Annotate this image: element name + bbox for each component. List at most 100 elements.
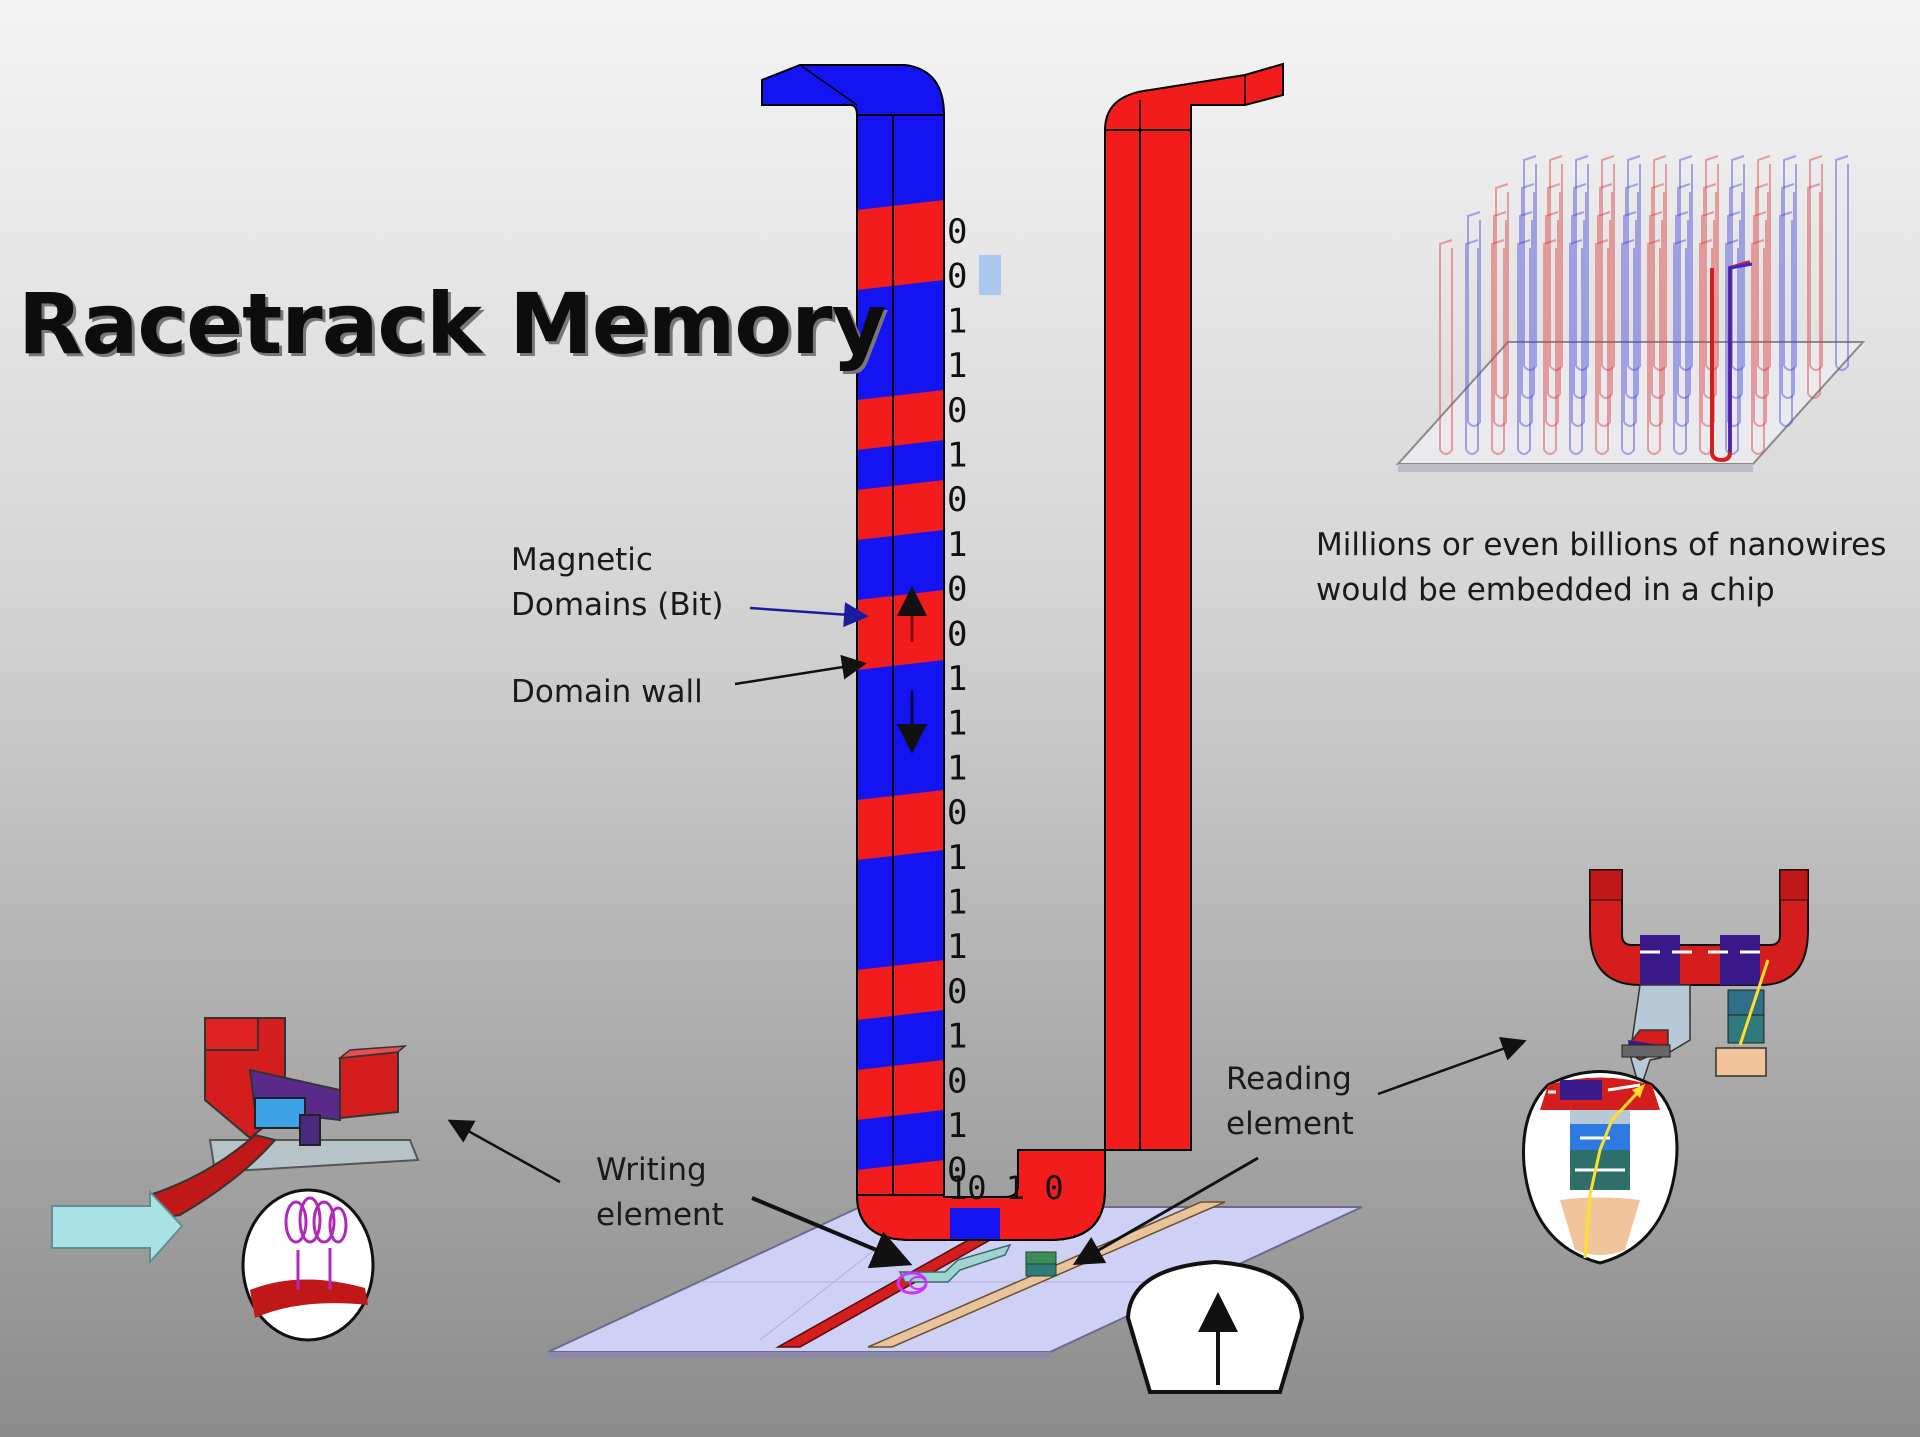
writing-element-inset [51,1017,420,1342]
nanowire [1725,239,1739,455]
reading-element-pointer [1072,1156,1259,1266]
magnetic-domain-stripe [857,200,944,290]
page-title: Racetrack Memory [18,275,886,373]
nanowire [1679,155,1693,371]
nanowire [1621,239,1635,455]
bit-20: 1 [947,1106,967,1146]
nanowire [1601,155,1615,371]
nanowire [1783,155,1797,371]
domain-wall-pointer [734,654,867,686]
magnetic-domain-stripe [857,960,944,1020]
nanowire [1465,239,1479,455]
bit-2: 1 [947,301,967,341]
nanowire-array-inset [1395,155,1866,472]
bit-6: 0 [947,480,967,520]
writing-element-label: Writing element [596,1148,724,1238]
bit-3: 1 [947,346,967,386]
nanowire [1651,183,1665,399]
bit-17: 0 [947,972,967,1012]
nanowire [1673,239,1687,455]
nanowire [1543,239,1557,455]
bit-9: 0 [947,614,967,654]
bit-14: 1 [947,838,967,878]
magnetic-domains-label-line1: Magnetic [511,542,653,578]
nanowire [1807,183,1821,399]
nanowire [1597,211,1611,427]
bottom-bits: 10 1 0 [948,1169,1064,1207]
magnetic-domains-label: Magnetic Domains (Bit) [511,538,724,628]
magnetic-domains-pointer [749,602,869,628]
writing-element-label-line2: element [596,1197,724,1233]
bit-1: 0 [947,257,967,297]
nanowire [1623,211,1637,427]
magnetic-domain-stripe [857,590,944,670]
nanowire [1653,155,1667,371]
reading-element-label-line1: Reading [1226,1061,1352,1097]
bit-0: 0 [947,212,967,252]
magnetic-domain-stripe [857,1060,944,1120]
nanowire [1675,211,1689,427]
nanowire [1569,239,1583,455]
reading-element-inset [1522,869,1809,1265]
nanowire [1517,239,1531,455]
magnetic-domain-stripe [857,1160,944,1205]
nanowire [1755,183,1769,399]
magnetic-domain-stripe [857,480,944,540]
racetrack-wire [761,62,1284,1241]
domain-wall-label: Domain wall [511,674,703,710]
bit-8: 0 [947,570,967,610]
nanowire [1595,239,1609,455]
nanowire [1627,155,1641,371]
bit-7: 1 [947,525,967,565]
bit-11: 1 [947,704,967,744]
bit-15: 1 [947,883,967,923]
bit-12: 1 [947,748,967,788]
reading-element-label: Reading element [1226,1057,1354,1147]
nanowire [1491,239,1505,455]
writing-element-label-line1: Writing [596,1152,707,1188]
reading-inset-pointer [1377,1037,1527,1096]
bit-5: 1 [947,436,967,476]
bit-10: 1 [947,659,967,699]
bit-21: 0 [947,1151,967,1191]
reading-element-device [1025,1251,1057,1277]
bit-18: 1 [947,1017,967,1057]
nanowire [1493,211,1507,427]
writing-inset-pointer [447,1119,561,1184]
nanowire [1467,211,1481,427]
bit-16: 1 [947,927,967,967]
nanowire [1779,211,1793,427]
nanowire [1545,211,1559,427]
nanowire [1753,211,1767,427]
reading-element-label-line2: element [1226,1106,1354,1142]
magnetic-domain-stripe [857,790,944,860]
magnetic-domains-label-line2: Domains (Bit) [511,587,724,623]
bit-13: 0 [947,793,967,833]
nanowire [1809,155,1823,371]
writing-element-pointer [751,1196,913,1269]
nanowire [1677,183,1691,399]
magnetic-domain-stripe [857,390,944,450]
bit-4: 0 [947,391,967,431]
substrate-plate [547,1206,1363,1358]
nanowire [1625,183,1639,399]
nanowire [1495,183,1509,399]
nanowire [1547,183,1561,399]
nanowires-caption-line2: would be embedded in a chip [1316,572,1775,608]
nanowire [1519,211,1533,427]
nanowire [1549,155,1563,371]
bit-19: 0 [947,1061,967,1101]
nanowire [1523,155,1537,371]
nanowire [1575,155,1589,371]
nanowire [1649,211,1663,427]
nanowires-caption: Millions or even billions of nanowires w… [1316,523,1886,613]
nanowire [1647,239,1661,455]
writing-element-device [896,1243,1012,1295]
meter-icon [1125,1259,1305,1394]
nanowires-caption-line1: Millions or even billions of nanowires [1316,527,1887,563]
nanowire [1439,239,1453,455]
nanowire [1599,183,1613,399]
